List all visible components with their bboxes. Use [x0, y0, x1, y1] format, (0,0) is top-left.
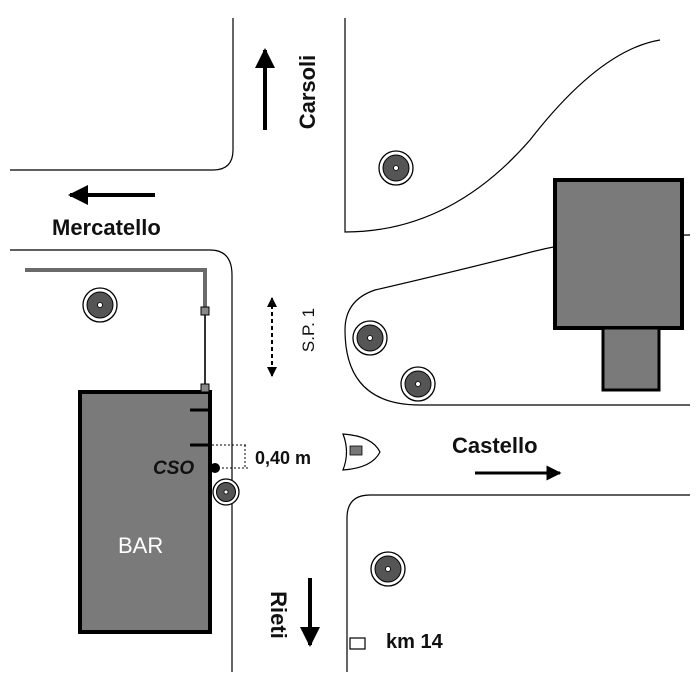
tree-icon — [400, 366, 436, 402]
house-annex — [601, 326, 661, 392]
fence-post-top — [200, 306, 210, 316]
cso-point — [210, 463, 220, 473]
label-distance: 0,40 m — [255, 448, 312, 468]
label-castello: Castello — [452, 433, 538, 458]
fence — [25, 268, 207, 310]
label-cso: CSO — [153, 458, 195, 479]
tree-icon — [352, 320, 388, 356]
label-road-name: S.P. 1 — [299, 307, 318, 353]
kilometer-post-icon — [349, 637, 366, 650]
trees — [82, 150, 436, 587]
label-carsoli: Carsoli — [295, 54, 320, 130]
bar-building — [78, 390, 212, 634]
curb-north-bend — [344, 18, 661, 233]
manhole-cover — [349, 445, 363, 456]
tree-icon — [212, 478, 240, 506]
label-mercatello: Mercatello — [52, 215, 161, 240]
label-kilometer: km 14 — [386, 631, 443, 653]
label-rieti: Rieti — [266, 591, 291, 639]
tree-icon — [370, 551, 406, 587]
tree-icon — [82, 287, 118, 323]
tree-icon — [378, 150, 414, 186]
curb-southeast — [346, 494, 690, 672]
curb-northwest — [10, 18, 234, 171]
label-bar: BAR — [118, 533, 164, 558]
fence-post-bottom — [200, 383, 210, 393]
curb-southwest — [10, 249, 233, 672]
house-building — [553, 178, 684, 330]
